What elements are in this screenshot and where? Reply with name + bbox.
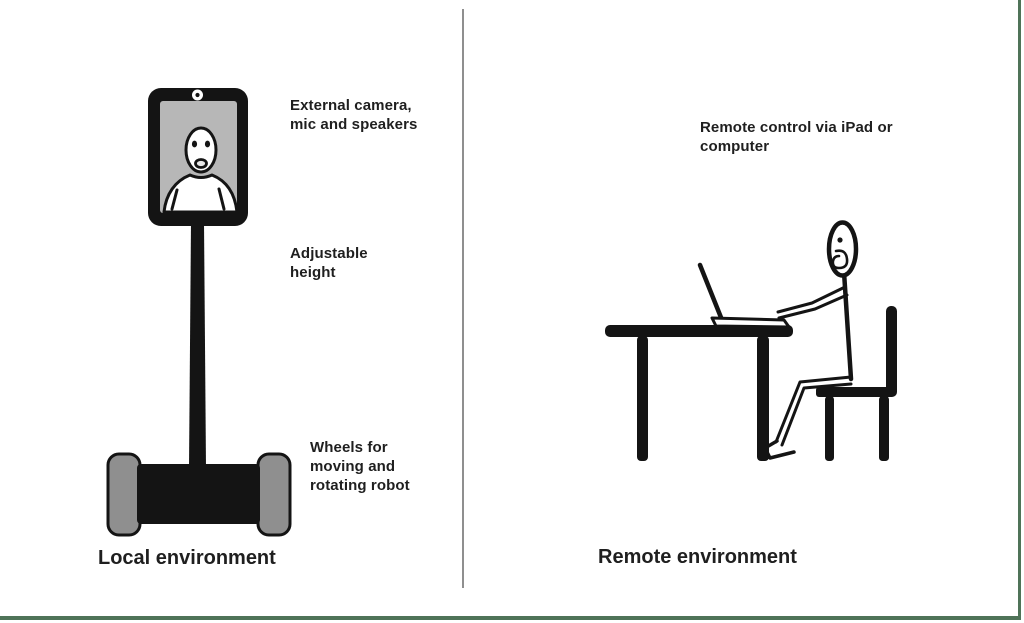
- remote-environment-title: Remote environment: [598, 546, 797, 568]
- green-border-right: [1018, 0, 1021, 620]
- remote-user-at-desk-illustration: [605, 220, 897, 461]
- panel-divider: [462, 9, 464, 588]
- telepresence-robot-illustration: [106, 88, 292, 537]
- annotation-line: rotating robot: [310, 477, 410, 494]
- table-top: [605, 325, 793, 337]
- chair-seat: [816, 387, 894, 397]
- screen-person-arm-left: [170, 188, 179, 211]
- green-border-bottom: [0, 616, 1021, 620]
- screen-person-torso: [162, 173, 239, 214]
- screen-person-arm-right: [217, 187, 226, 211]
- robot-wheel-right: [256, 452, 292, 537]
- remote-person-head: [826, 220, 859, 278]
- annotation-external-camera: External camera, mic and speakers: [290, 96, 418, 134]
- laptop-icon: [697, 262, 791, 329]
- annotation-line: height: [290, 264, 336, 281]
- remote-person-eye: [837, 237, 843, 243]
- remote-person-mouth: [831, 249, 849, 270]
- table-leg-left: [637, 336, 648, 461]
- robot-pole: [189, 222, 206, 468]
- chair-illustration: [816, 306, 897, 461]
- screen-person-eye-right: [204, 140, 211, 148]
- remote-person-illustration: [763, 220, 859, 460]
- annotation-line: moving and: [310, 458, 396, 475]
- robot-wheel-base: [137, 464, 260, 524]
- screen-person-mouth: [194, 158, 208, 169]
- table-illustration: [605, 325, 793, 461]
- chair-back: [886, 306, 897, 397]
- remote-person-leg-lower: [780, 382, 853, 447]
- chair-leg-back: [879, 396, 889, 461]
- laptop-screen: [697, 262, 725, 323]
- table-leg-right: [757, 336, 769, 461]
- remote-person-arm-lower: [777, 293, 849, 320]
- annotation-wheels: Wheels for moving and rotating robot: [310, 438, 410, 495]
- annotation-line: mic and speakers: [290, 116, 418, 133]
- annotation-line: computer: [700, 138, 770, 155]
- local-environment-title: Local environment: [98, 547, 276, 569]
- remote-person-arm-upper: [776, 285, 847, 314]
- annotation-remote-control: Remote control via iPad or computer: [700, 118, 893, 156]
- annotation-line: Remote control via iPad or: [700, 119, 893, 136]
- screen-person-illustration: [162, 126, 239, 214]
- laptop-base: [710, 316, 791, 329]
- chair-leg-front: [825, 396, 834, 461]
- remote-person-torso: [841, 269, 854, 382]
- robot-wheel-left: [106, 452, 142, 537]
- annotation-line: External camera,: [290, 97, 412, 114]
- screen-person-head: [184, 126, 218, 174]
- remote-person-foot: [763, 439, 796, 460]
- annotation-adjustable-height: Adjustable height: [290, 244, 368, 282]
- annotation-line: Wheels for: [310, 439, 388, 456]
- remote-person-leg-upper: [774, 375, 853, 444]
- annotation-line: Adjustable: [290, 245, 368, 262]
- screen-person-eye-left: [191, 140, 198, 148]
- camera-dot-icon: [195, 92, 200, 98]
